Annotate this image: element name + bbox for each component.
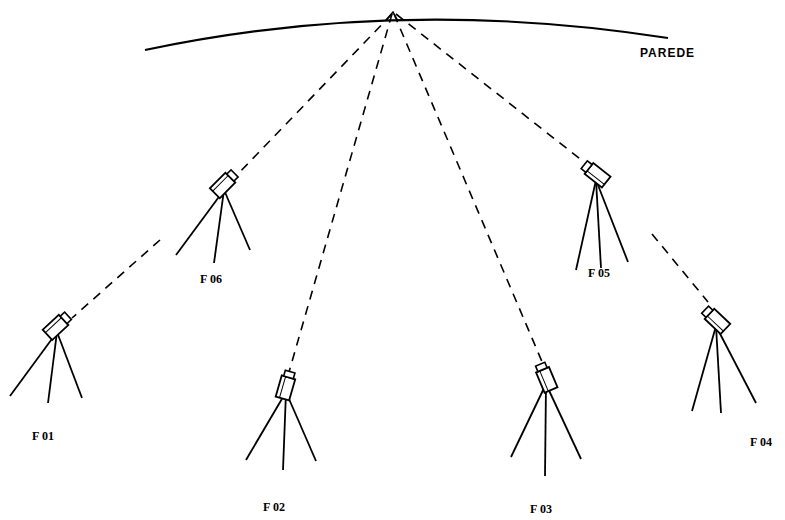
camera-tripod [576,159,628,270]
camera-label: F 03 [530,502,552,516]
camera-label: F 04 [750,435,772,449]
camera-label: F 01 [32,429,54,443]
wall-curve [145,20,668,50]
camera-tripod [511,361,581,476]
camera-tripod [10,311,82,403]
camera-tripod [176,168,250,263]
sight-lines [72,14,708,372]
camera-label: F 02 [263,500,285,514]
camera-label: F 06 [200,272,222,286]
wall-label: PAREDE [640,46,695,60]
camera-label: F 05 [588,266,610,280]
camera-tripod [246,370,316,470]
camera-tripod [692,305,756,413]
target-point [386,12,398,21]
cameras [10,159,756,476]
